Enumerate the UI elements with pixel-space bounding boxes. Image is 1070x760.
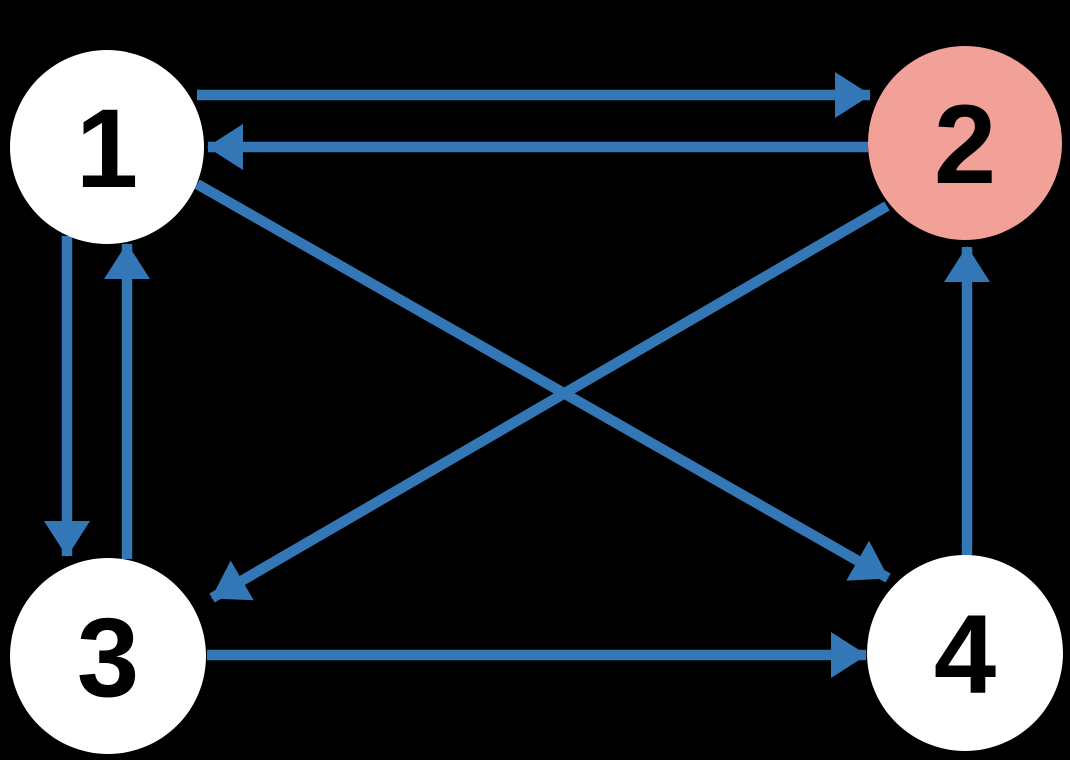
node-1: 1 xyxy=(10,50,204,244)
node-2-label: 2 xyxy=(934,82,996,207)
node-4: 4 xyxy=(867,555,1063,751)
node-1-circle xyxy=(10,50,204,244)
edge-2-3 xyxy=(209,201,890,603)
node-4-label: 4 xyxy=(934,592,996,717)
node-2-circle-highlighted xyxy=(868,46,1062,240)
node-1-label: 1 xyxy=(76,86,138,211)
nodes-layer: 1 2 3 4 xyxy=(10,46,1063,754)
edge-1-4 xyxy=(194,179,891,583)
node-4-circle xyxy=(867,555,1063,751)
node-3: 3 xyxy=(10,558,206,754)
node-3-label: 3 xyxy=(77,595,139,720)
edges-layer xyxy=(44,72,990,678)
node-2: 2 xyxy=(868,46,1062,240)
node-3-circle xyxy=(10,558,206,754)
